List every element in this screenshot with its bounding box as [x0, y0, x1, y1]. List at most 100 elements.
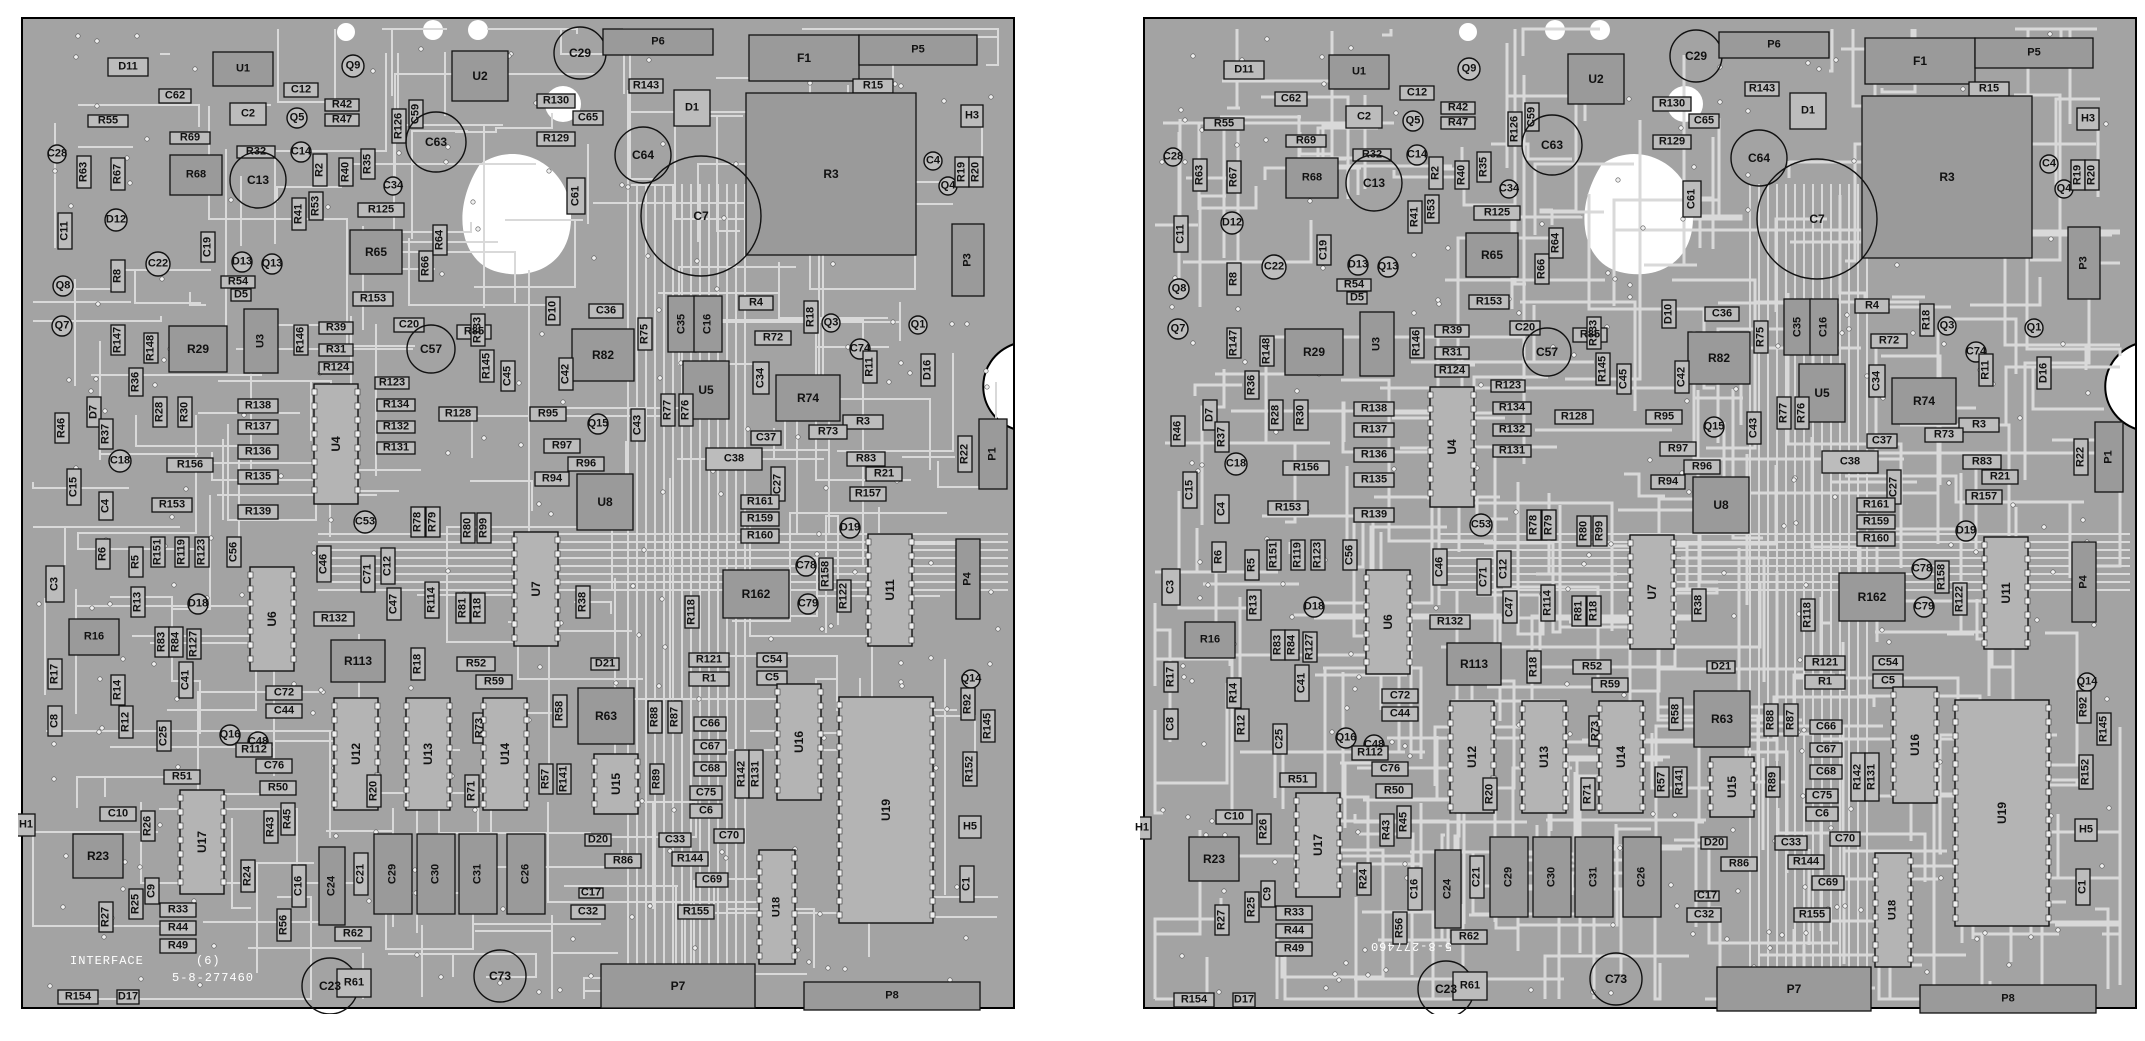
component-res [324, 98, 360, 112]
component-transistor [1937, 316, 1957, 336]
component-res [803, 300, 819, 334]
component-cap [572, 110, 604, 126]
component-res [1654, 766, 1670, 798]
component-res [1870, 333, 1908, 349]
component-hole [1140, 816, 1152, 840]
component-cap [705, 447, 763, 471]
component-cap [695, 872, 729, 888]
component-res [475, 674, 513, 690]
component-res [571, 328, 635, 382]
component-res [660, 393, 676, 427]
component-cap [1163, 708, 1179, 740]
component-res [456, 656, 496, 672]
component-cap [1809, 298, 1839, 356]
component-diode [1220, 211, 1244, 235]
component-res [552, 694, 568, 728]
component-hole [958, 815, 982, 839]
component-cap [578, 887, 604, 899]
component-cap [1622, 836, 1662, 918]
component-cap [693, 295, 723, 353]
component-res [110, 324, 126, 356]
component-transistor [1377, 256, 1399, 278]
component-res [1693, 690, 1751, 748]
component-res [1353, 472, 1395, 488]
component-cap [570, 904, 606, 920]
component-fuse [748, 34, 860, 82]
component-res [1541, 509, 1557, 541]
component-cap [1809, 742, 1843, 758]
component-res [754, 330, 792, 346]
component-cap [353, 510, 377, 534]
component-cap [99, 806, 137, 822]
component-cap [1161, 568, 1181, 606]
component-cap [689, 803, 723, 819]
component-cap [750, 430, 782, 446]
component-res [2073, 438, 2089, 476]
component-diode [1706, 660, 1736, 674]
component-res [318, 361, 354, 375]
component-res [128, 367, 144, 397]
component-res [688, 652, 730, 668]
component-diode [590, 657, 620, 671]
component-res [479, 349, 495, 383]
component-diode [1347, 254, 1369, 276]
component-transistor [341, 54, 365, 78]
component-res [1804, 674, 1846, 690]
component-cap [2075, 868, 2091, 906]
component-res [68, 618, 120, 656]
component-transistor [286, 107, 308, 129]
component-res [1465, 232, 1519, 278]
component-res [604, 853, 642, 869]
component-res [1454, 160, 1470, 190]
component-res [130, 586, 146, 618]
component-res [677, 904, 715, 920]
component-res [1285, 134, 1327, 148]
component-res [1244, 370, 1260, 400]
component-transistor [2077, 672, 2097, 692]
component-cap [1316, 234, 1332, 266]
board-artwork [1140, 17, 2137, 1014]
component-res [95, 538, 111, 570]
component-big-cap [229, 151, 287, 209]
component-res [168, 325, 228, 373]
component-cap [1434, 849, 1462, 929]
component-res [1256, 813, 1272, 845]
component-cap [1694, 890, 1720, 902]
component-res [529, 406, 567, 422]
component-res [352, 291, 394, 307]
component-cap [1811, 875, 1845, 891]
part-number: 5-8-277460 [1370, 939, 1453, 953]
component-res [410, 647, 426, 681]
component-res [425, 506, 441, 538]
component-res [649, 763, 665, 795]
component-ic [576, 473, 634, 531]
component-connector [858, 34, 978, 66]
component-cap [47, 144, 67, 164]
component-cap [1809, 719, 1843, 735]
component-cap [66, 468, 82, 506]
component-res [54, 412, 70, 444]
component-res [72, 833, 124, 879]
component-res [177, 396, 193, 428]
component-cap [1224, 452, 1248, 476]
component-cap [291, 864, 307, 908]
component-res [166, 457, 214, 473]
component-res [722, 569, 790, 619]
component-ic [1567, 53, 1625, 105]
component-res [2070, 159, 2086, 191]
component-res [1468, 294, 1510, 310]
component-res [1645, 409, 1683, 425]
component-cap [1502, 590, 1518, 624]
component-res [536, 131, 576, 147]
component-res [391, 108, 407, 144]
component-cap [229, 102, 267, 126]
component-connector [1718, 31, 1830, 59]
component-res [376, 420, 416, 434]
component-res [1492, 444, 1532, 458]
component-cap [693, 716, 727, 732]
component-transistor [2054, 179, 2074, 199]
component-cap [1821, 450, 1879, 474]
component-res [1965, 489, 2003, 505]
component-diode [116, 989, 140, 1005]
component-res [159, 938, 197, 954]
